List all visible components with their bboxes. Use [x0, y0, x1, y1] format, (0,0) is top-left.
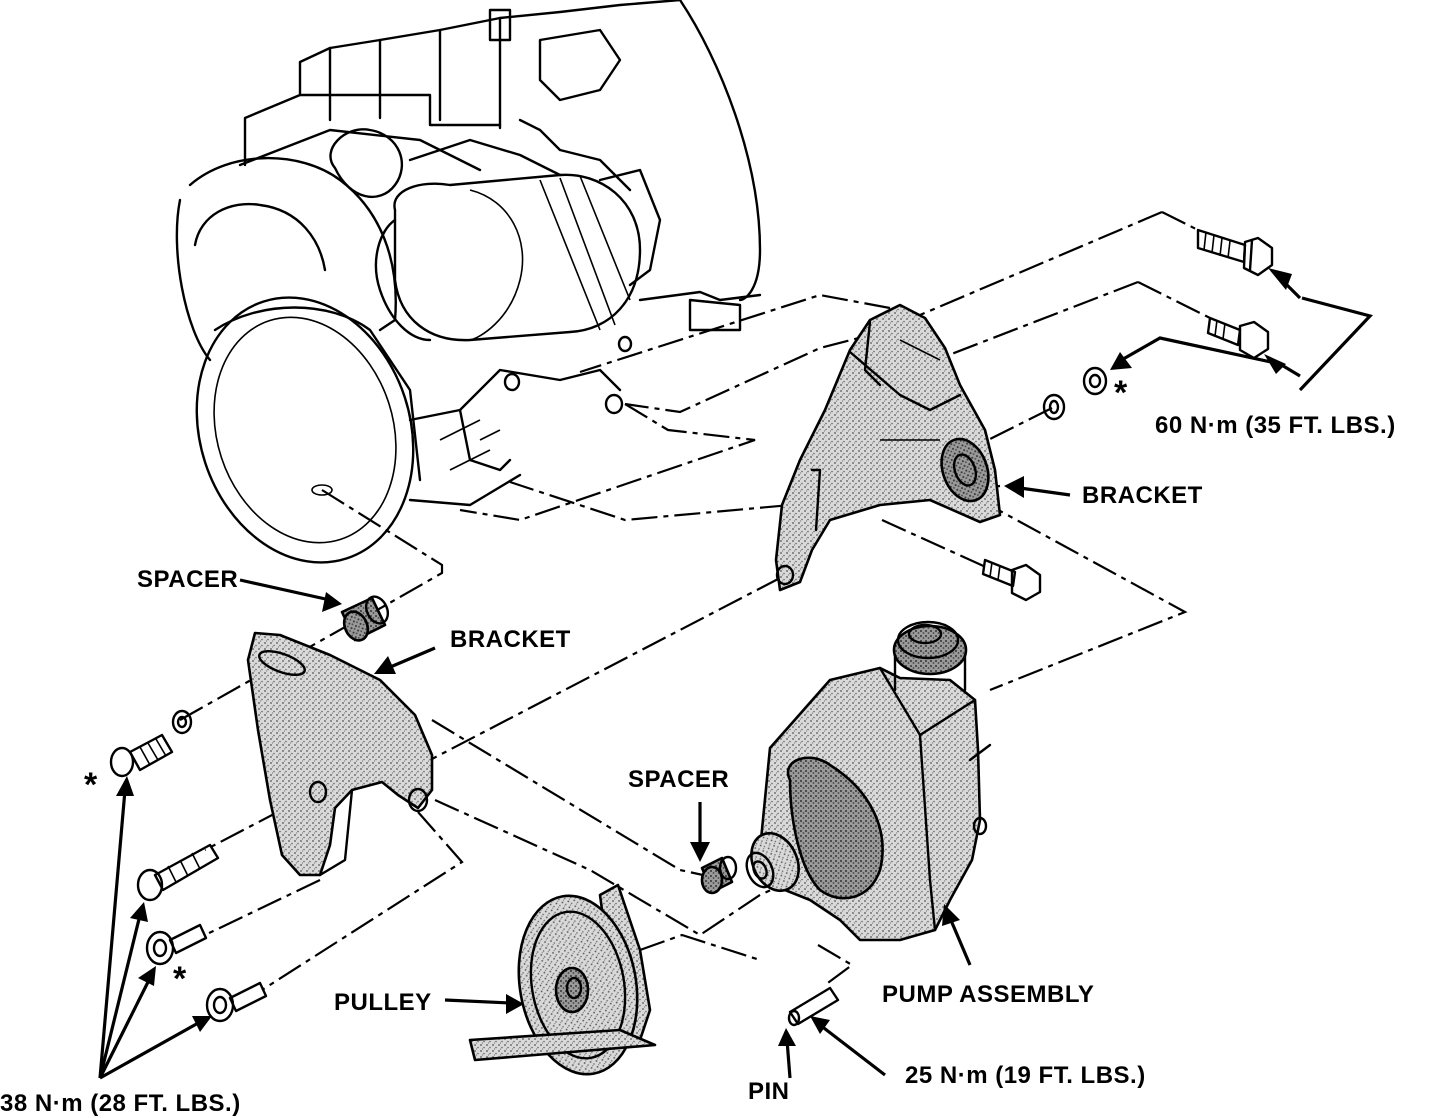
upper-bolt-short [1206, 316, 1270, 360]
pin-torque-label: 25 N·m (19 FT. LBS.) [905, 1062, 1146, 1089]
lower-spacer-label: SPACER [628, 766, 730, 793]
pin [787, 986, 840, 1027]
pin-label: PIN [748, 1078, 790, 1105]
pump-assembly-label: PUMP ASSEMBLY [882, 981, 1095, 1008]
upper-asterisk-label: * [1114, 374, 1128, 412]
lower-bolt-2 [136, 843, 220, 902]
bracket-side-bolt [981, 558, 1042, 602]
lower-bracket [246, 631, 434, 877]
upper-bracket [774, 303, 1002, 592]
lower-torque-label: 38 N·m (28 FT. LBS.) [0, 1090, 241, 1117]
upper-bolt-long [1196, 228, 1274, 277]
pump-assembly [745, 620, 992, 942]
engine-block [175, 0, 762, 564]
lower-bracket-label: BRACKET [450, 626, 571, 653]
lower-asterisk-label-2: * [173, 960, 187, 998]
lower-spacer [700, 855, 738, 895]
leader-arrows [98, 268, 1374, 1080]
pulley [468, 883, 657, 1076]
upper-spacer [340, 595, 390, 642]
upper-torque-label: 60 N·m (35 FT. LBS.) [1155, 412, 1396, 439]
upper-washers [1042, 366, 1108, 421]
lower-bolt-3 [145, 923, 208, 966]
lower-bolt-4 [205, 981, 268, 1023]
upper-bracket-label: BRACKET [1082, 482, 1203, 509]
lower-bolt-1 [109, 709, 193, 778]
lower-asterisk-label-1: * [84, 766, 98, 804]
upper-spacer-label: SPACER [137, 566, 239, 593]
pulley-label: PULLEY [334, 989, 432, 1016]
